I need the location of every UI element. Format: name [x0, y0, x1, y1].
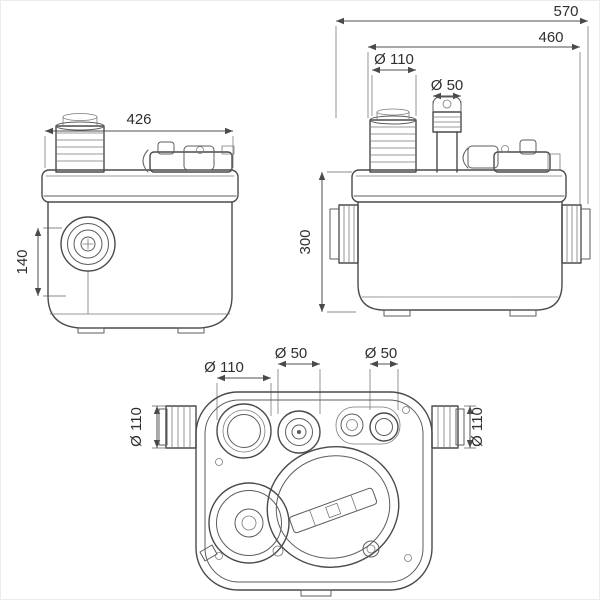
top-view-right-connections: [335, 406, 401, 445]
front-view-inlet-diameter-dimension: [371, 66, 417, 116]
top-view-inlet-diameter-dimension: [216, 374, 272, 420]
side-view-body: [47, 201, 233, 334]
side-view-lid: [41, 169, 239, 203]
front-view-inner-width-dimension: [367, 43, 581, 204]
top-view-motor-unit: [199, 482, 290, 564]
top-view: Ø 110 Ø 50 Ø 50 Ø 110 Ø 110: [128, 345, 486, 597]
dim-label-side-outlet-height: 140: [14, 249, 31, 274]
front-view: 570 460 Ø 110 Ø 50 300: [297, 3, 591, 317]
side-view-outlet-port: [60, 216, 116, 272]
side-view-inlet-coupling: [55, 113, 105, 173]
top-view-connection-right-dimension: [369, 360, 399, 410]
dim-label-front-height: 300: [297, 229, 314, 254]
side-view: 426 140: [14, 111, 239, 334]
side-view-discharge-assembly: [142, 141, 235, 173]
front-view-left-side-inlet: [329, 204, 359, 264]
dim-label-front-vent-diameter: Ø 50: [431, 77, 464, 94]
dim-label-top-side-right: Ø 110: [469, 407, 486, 447]
front-view-overall-width-dimension: [335, 17, 589, 204]
cover-handle: [289, 487, 378, 534]
dim-label-top-connection-right: Ø 50: [365, 345, 398, 362]
top-view-housing: [195, 391, 433, 597]
top-view-flange-connection: [277, 410, 321, 454]
front-view-body: [357, 201, 563, 317]
top-view-inlet-port: [216, 403, 272, 459]
dim-label-front-inlet-diameter: Ø 110: [374, 51, 414, 68]
top-view-access-cover: [266, 446, 400, 568]
front-view-height-dimension: [318, 171, 356, 313]
top-view-right-side-inlet: [431, 405, 465, 449]
dim-label-side-width: 426: [126, 111, 151, 128]
front-view-vent-pipe: [432, 96, 462, 173]
side-view-width-dimension: [44, 127, 234, 168]
dim-label-top-connection-left: Ø 50: [275, 345, 308, 362]
dim-label-top-side-left: Ø 110: [128, 407, 145, 447]
front-view-right-side-inlet: [561, 204, 591, 264]
front-view-lid: [351, 169, 567, 203]
top-view-left-side-inlet: [158, 405, 197, 449]
front-view-top-inlet-coupling: [369, 108, 417, 173]
side-view-outlet-height-dimension: [34, 227, 66, 297]
dim-label-front-overall-width: 570: [553, 3, 578, 20]
top-view-connection-left-dimension: [277, 360, 321, 414]
front-view-discharge-assembly: [462, 139, 561, 173]
top-view-right-side-diameter-dimension: [464, 405, 476, 449]
dim-label-top-inlet-diameter: Ø 110: [204, 359, 244, 376]
dim-label-front-inner-width: 460: [538, 29, 563, 46]
